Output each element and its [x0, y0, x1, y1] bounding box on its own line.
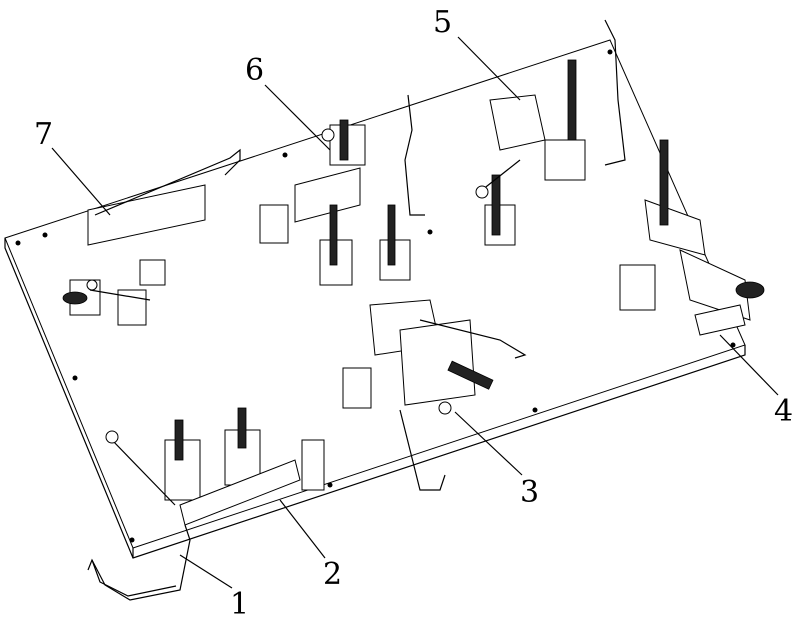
- label-3: 3: [520, 475, 540, 510]
- label-5: 5: [433, 5, 453, 40]
- clamp-unit-4: [619, 139, 765, 336]
- label-7: 7: [34, 117, 54, 152]
- clamp-unit-3: [342, 299, 527, 491]
- bracket-1: [87, 524, 191, 601]
- clamp-unit-5: [475, 19, 626, 246]
- leader-lines: [51, 36, 779, 589]
- label-6: 6: [245, 53, 265, 88]
- label-1: 1: [230, 587, 250, 622]
- clamp-unit-2: [105, 407, 325, 526]
- label-2: 2: [323, 557, 343, 592]
- clamp-unit-6: [259, 94, 425, 286]
- clamp-unit-7: [62, 148, 241, 326]
- label-4: 4: [774, 394, 794, 429]
